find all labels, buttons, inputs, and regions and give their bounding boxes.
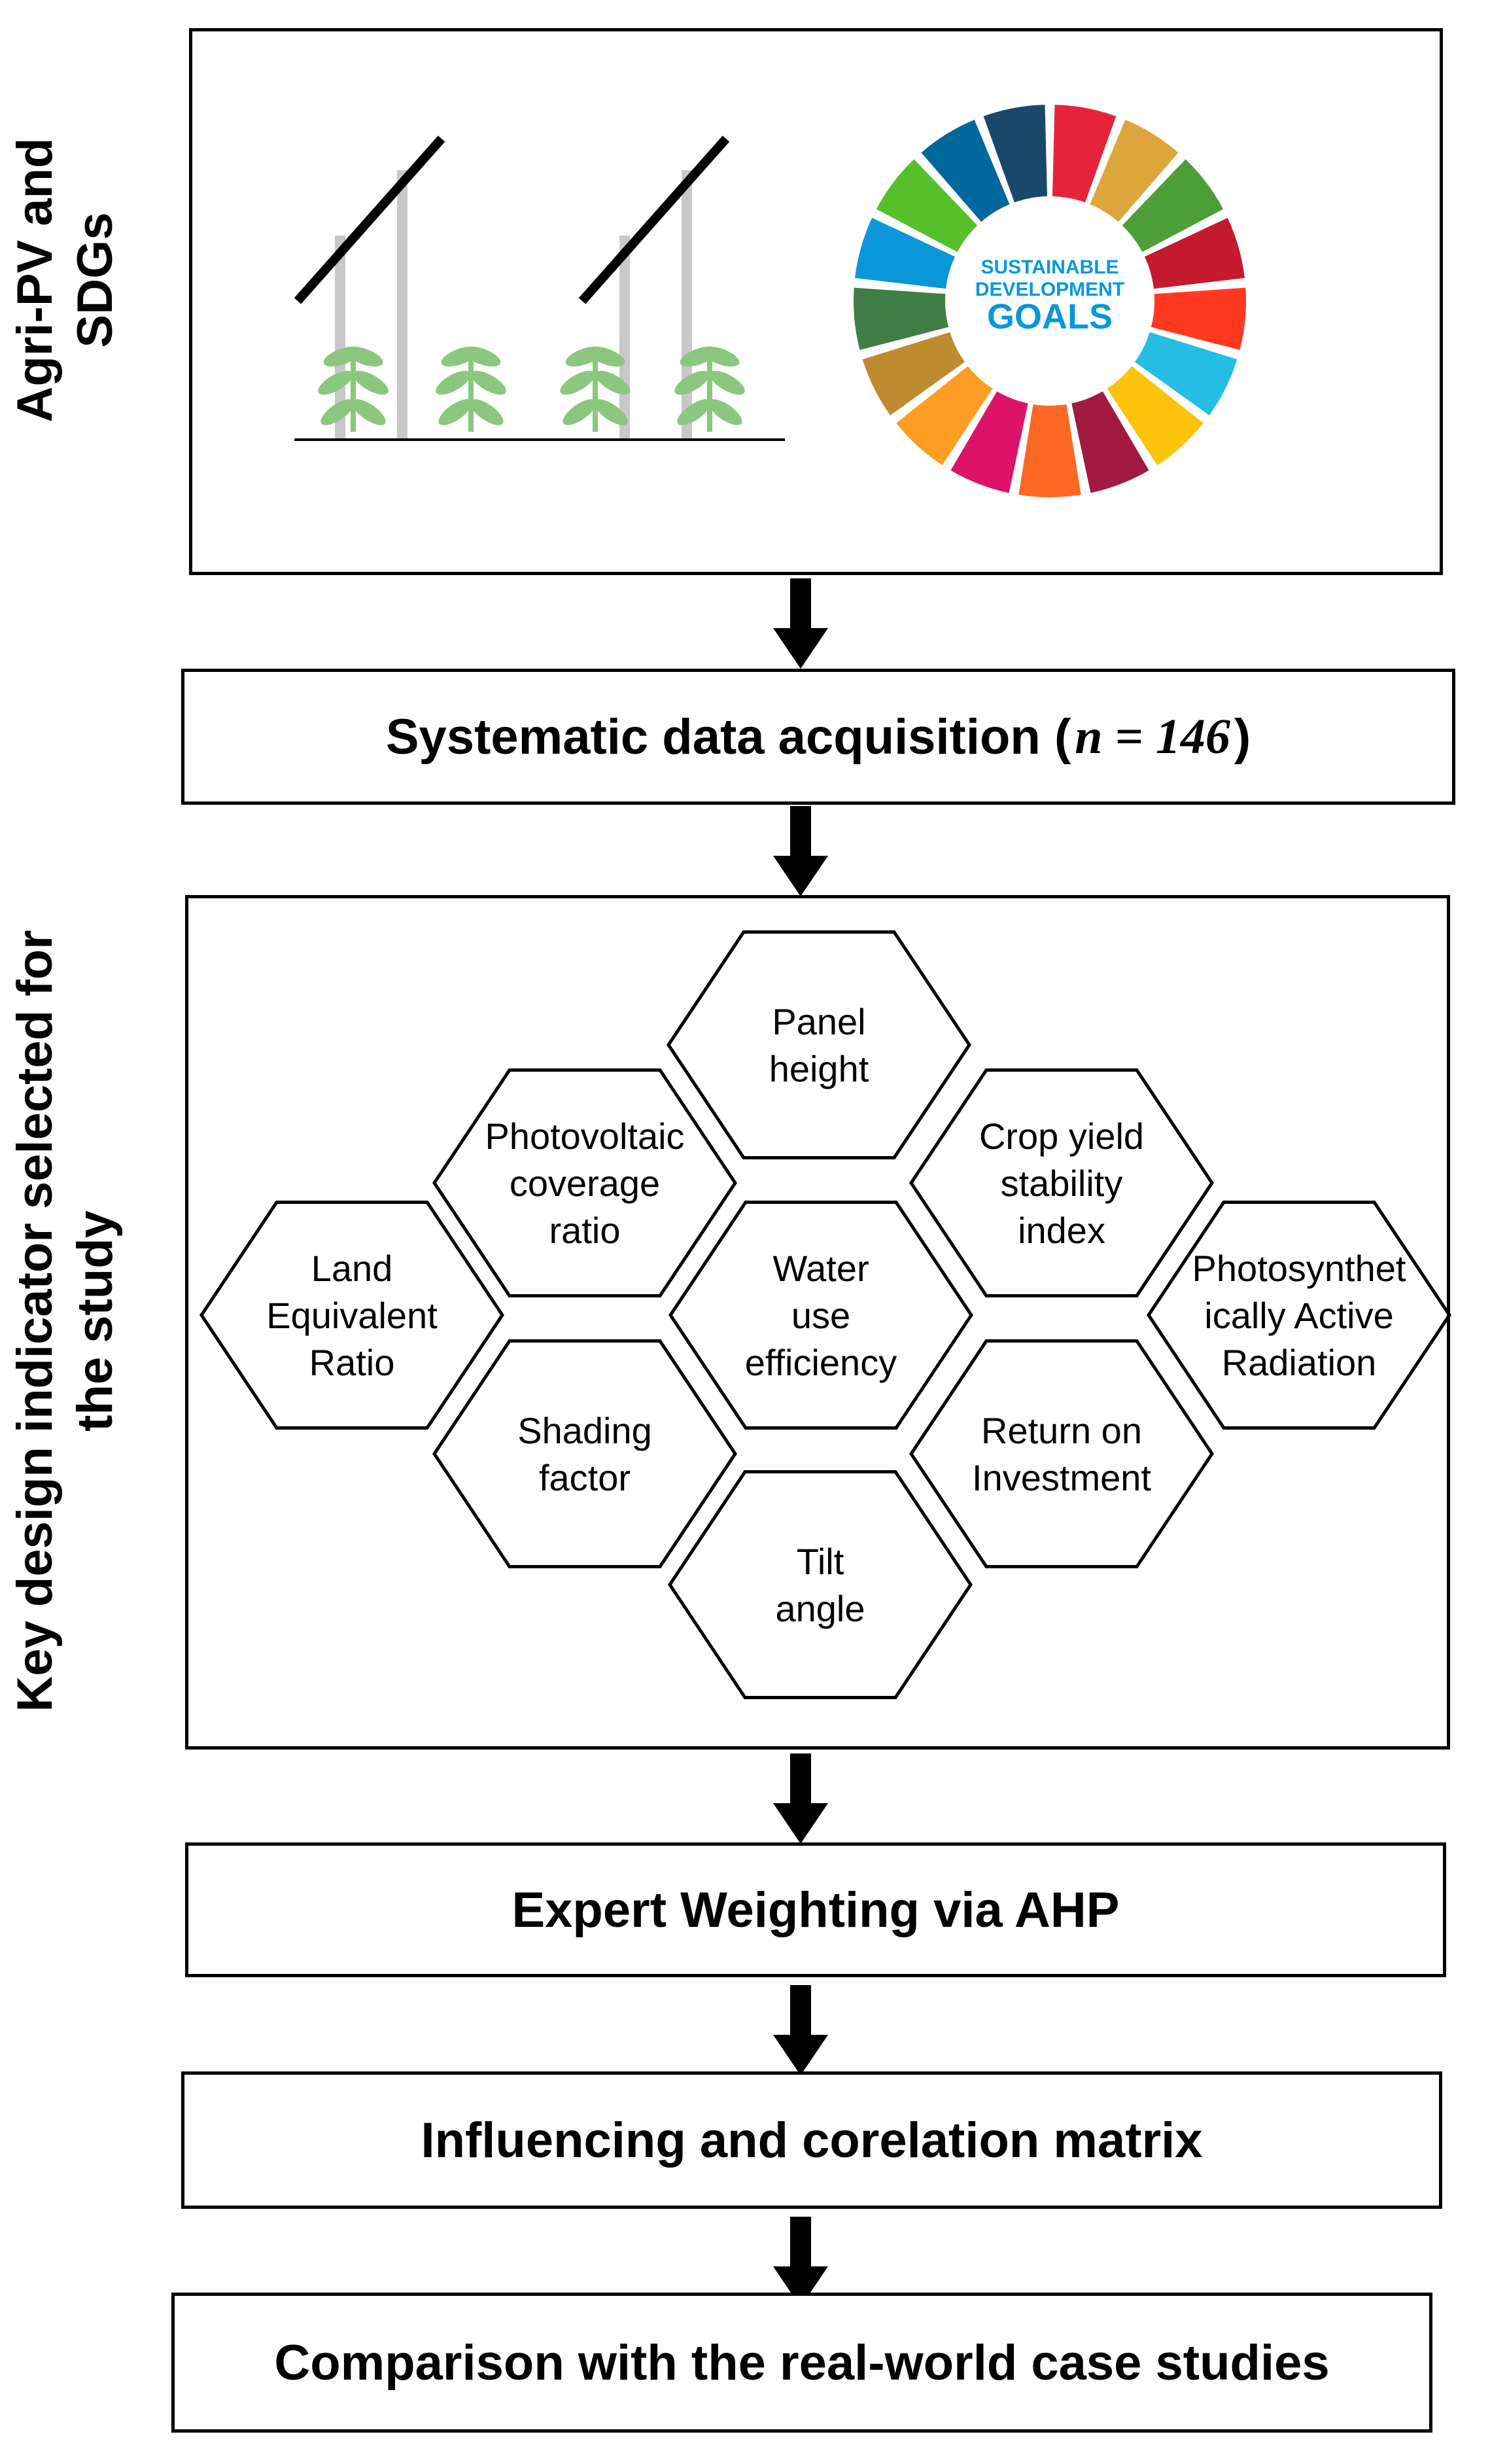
agri-pv-illustration: [294, 135, 785, 441]
hexagon-label-line: angle: [775, 1588, 865, 1629]
hexagon-label-line: Tilt: [797, 1541, 844, 1582]
hexagon-label-line: Investment: [972, 1457, 1151, 1498]
key-design-indicator-label: Key design indicator selected for the st…: [7, 930, 123, 1712]
real-world-comparison-box: Comparison with the real-world case stud…: [171, 2293, 1432, 2433]
hexagon-shading-factor: Shading factor: [432, 1339, 738, 1568]
sdg-segment: [1122, 159, 1224, 253]
arrow-1: [773, 578, 828, 669]
hexagon-label-line: Photosynthet: [1192, 1248, 1406, 1289]
step3-text: Influencing and corelation matrix: [421, 2112, 1203, 2168]
arrow-5: [773, 2217, 828, 2307]
step1-sample-size: n = 146: [1075, 709, 1230, 764]
pv-panel-right: [578, 135, 730, 304]
hexagon-return-on-investment: Return on Investment: [909, 1339, 1215, 1568]
hexagon-photovoltaic-coverage-ratio: Photovoltaic coverage ratio: [432, 1068, 738, 1297]
hexagon-label-line: Ratio: [309, 1342, 395, 1383]
hexagon-label-line: Equivalent: [266, 1295, 438, 1336]
hexagon-label-line: height: [769, 1048, 869, 1089]
hexagon-label-line: Shading: [517, 1410, 652, 1451]
flow-arrows: [773, 578, 828, 2307]
sdg-segment: [896, 366, 993, 466]
hexagon-label-line: Crop yield: [979, 1116, 1144, 1157]
hexagon-water-use-efficiency: Water use efficiency: [668, 1201, 974, 1430]
hexagon-label-line: Water: [772, 1248, 869, 1289]
sdg-segment: [854, 287, 949, 350]
hexagon-label-line: stability: [1001, 1163, 1123, 1204]
crop-plants: [318, 346, 745, 432]
hexagon-label-line: Land: [311, 1248, 393, 1289]
hexagon-panel-height: Panel height: [666, 930, 972, 1159]
crop-plant: [560, 346, 631, 432]
sdg-segment: [1107, 366, 1204, 466]
pv-pole: [335, 170, 692, 438]
sdg-segment: [983, 105, 1048, 203]
sdg-segment: [876, 159, 978, 253]
hexagon-label-line: Radiation: [1222, 1342, 1377, 1383]
hexagon-label-line: Return on: [981, 1410, 1142, 1451]
sdg-logo-line2: DEVELOPMENT: [975, 279, 1124, 300]
sdg-segment: [1135, 332, 1238, 415]
crop-plant: [674, 346, 745, 432]
step2-text: Expert Weighting via AHP: [511, 1882, 1120, 1938]
sdg-segment: [1090, 120, 1179, 222]
expert-weighting-box: Expert Weighting via AHP: [185, 1842, 1446, 1977]
sdg-segment: [862, 332, 965, 415]
sdg-segment: [950, 391, 1028, 493]
key-design-indicator-panel: [185, 895, 1450, 1750]
hexagon-label-line: ically Active: [1204, 1295, 1393, 1336]
hexagon-crop-yield-stability-index: Crop yield stability index: [909, 1068, 1215, 1297]
pv-panel-left: [294, 135, 445, 304]
step4-text: Comparison with the real-world case stud…: [274, 2334, 1330, 2391]
step1-text: Systematic data acquisition (: [385, 709, 1071, 765]
sdg-logo-line3: GOALS: [987, 297, 1113, 336]
sdg-segment: [1018, 404, 1081, 497]
sdg-segment: [1144, 218, 1245, 289]
step1-close: ): [1234, 709, 1251, 765]
sdg-segment: [1151, 287, 1246, 350]
sdg-wheel-logo: SUSTAINABLE DEVELOPMENT GOALS: [854, 105, 1246, 497]
arrow-4: [773, 1985, 828, 2075]
sdg-segment: [855, 218, 956, 289]
sdg-segment: [1071, 391, 1149, 493]
crop-plant: [436, 346, 506, 432]
hexagon-label-line: use: [791, 1295, 850, 1336]
hexagon-label-line: factor: [539, 1457, 631, 1498]
hexagon-label-line: efficiency: [745, 1342, 897, 1383]
hexagon-tilt-angle: Tilt angle: [667, 1470, 973, 1699]
arrow-2: [773, 806, 828, 896]
sdg-segment: [921, 120, 1010, 222]
hexagon-label-line: coverage: [510, 1163, 660, 1204]
crop-plant: [318, 346, 389, 432]
systematic-data-acquisition-box: Systematic data acquisition (n = 146): [181, 669, 1455, 805]
hexagon-label-line: Panel: [772, 1001, 865, 1042]
sdg-segment: [1052, 105, 1117, 203]
hexagon-label-line: Photovoltaic: [485, 1116, 684, 1157]
hexagon-label-line: ratio: [549, 1210, 621, 1251]
sdg-logo-line1: SUSTAINABLE: [980, 256, 1118, 278]
arrow-3: [773, 1753, 828, 1844]
influencing-correlation-matrix-box: Influencing and corelation matrix: [181, 2071, 1442, 2209]
hexagon-label-line: index: [1018, 1210, 1105, 1251]
